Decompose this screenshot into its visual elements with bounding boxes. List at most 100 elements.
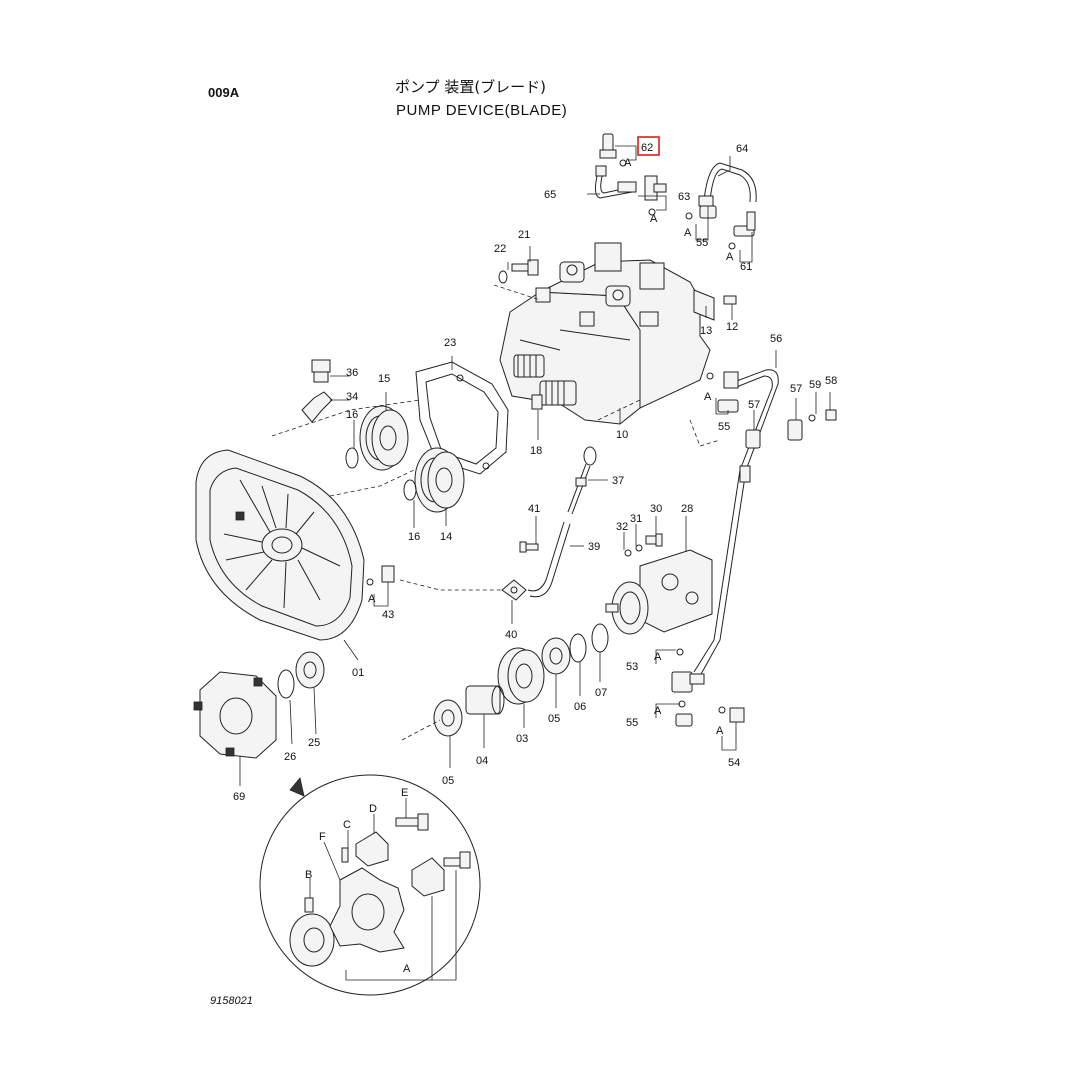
ref-c: C [343,819,351,831]
ref-a-55-top: A [684,227,692,239]
callout-65: 65 [544,189,556,201]
pipe-64 [698,162,757,207]
callout-69: 69 [233,791,245,803]
callout-62: 62 [641,142,653,154]
gear-14 [414,447,465,513]
callout-14: 14 [440,531,452,543]
bolt-21 [511,259,539,276]
bolt-30 [645,533,663,547]
callout-59: 59 [809,379,821,391]
title-japanese: ポンプ 装置(ブレード) [395,78,546,96]
callout-61: 61 [740,261,752,273]
tee-53 [671,648,705,693]
flange-40 [501,579,527,601]
pipe-65 [594,165,633,199]
callout-31: 31 [630,513,642,525]
washer-22 [498,270,508,284]
detail-hub-b [289,897,335,967]
callout-55-top: 55 [696,237,708,249]
callout-06: 06 [574,701,586,713]
washer-32 [624,549,632,557]
washer-31 [635,544,643,552]
coupling-69 [193,671,277,759]
callout-21: 21 [518,229,530,241]
callout-55-bottom: 55 [626,717,638,729]
callout-03: 03 [516,733,528,745]
ref-d: D [369,803,377,815]
fitting-62 [599,133,627,167]
snap-ring-07 [591,623,609,653]
callout-23: 23 [444,337,456,349]
detail-pin-c [341,847,349,863]
detail-block-a [411,857,445,897]
detail-bolt-a [443,851,471,869]
clamp-57a [787,419,803,441]
callout-43: 43 [382,609,394,621]
callout-25: 25 [308,737,320,749]
callout-22: 22 [494,243,506,255]
ref-e: E [401,787,408,799]
callout-01: 01 [352,667,364,679]
fitting-55-bottom [675,700,693,727]
snap-ring-16a [345,447,359,469]
bolt-41 [519,541,539,553]
snap-ring-16b [403,479,417,501]
callout-57-right: 57 [790,383,802,395]
detail-arrow [289,777,305,797]
snap-ring-06 [569,633,587,663]
clamp-57b [745,429,761,449]
main-pump-10 [499,242,711,425]
section-code: 009A [208,85,240,100]
ref-a-55-bottom: A [654,705,662,717]
callout-18: 18 [530,445,542,457]
callout-26: 26 [284,751,296,763]
callout-32: 32 [616,521,628,533]
callout-10: 10 [616,429,628,441]
ref-a-62: A [624,157,632,169]
ref-a-43: A [368,593,376,605]
fitting-61 [728,211,756,250]
callout-16-upper: 16 [346,409,358,421]
tee-fitting-63 [617,175,667,216]
bracket-13 [693,289,737,321]
callout-16-lower: 16 [408,531,420,543]
bolt-58 [825,409,837,421]
callout-37: 37 [612,475,624,487]
bearing-25 [295,651,325,689]
drawing-number: 9158021 [210,995,253,1007]
callout-07: 07 [595,687,607,699]
bearing-05a [541,637,571,675]
snap-ring-26 [277,669,295,699]
callout-57-left: 57 [748,399,760,411]
washer-59 [808,414,816,422]
bearing-05b [433,699,463,737]
callout-05-right: 05 [548,713,560,725]
fitting-55-top [685,205,717,220]
plug-54 [718,706,745,723]
ref-a-63: A [650,213,658,225]
ref-b: B [305,869,312,881]
callout-58: 58 [825,375,837,387]
highlight-box-62 [637,136,660,156]
callout-30: 30 [650,503,662,515]
ref-f: F [319,831,326,843]
plug-43 [366,565,395,586]
leader-lines [239,156,831,981]
callout-15: 15 [378,373,390,385]
detail-element-f [329,867,405,953]
callout-04: 04 [476,755,488,767]
callout-28: 28 [681,503,693,515]
callout-63: 63 [678,191,690,203]
detail-block-d [355,831,389,867]
housing-01 [195,449,365,641]
dipstick-37 [567,446,597,515]
tube-39 [527,521,571,598]
callout-05-left: 05 [442,775,454,787]
detail-bolt-e [395,813,429,831]
gear-15 [359,405,409,471]
ref-a-54: A [716,725,724,737]
callout-12: 12 [726,321,738,333]
reference-letters: A A A A A A A A A B C D E F A [305,157,734,975]
